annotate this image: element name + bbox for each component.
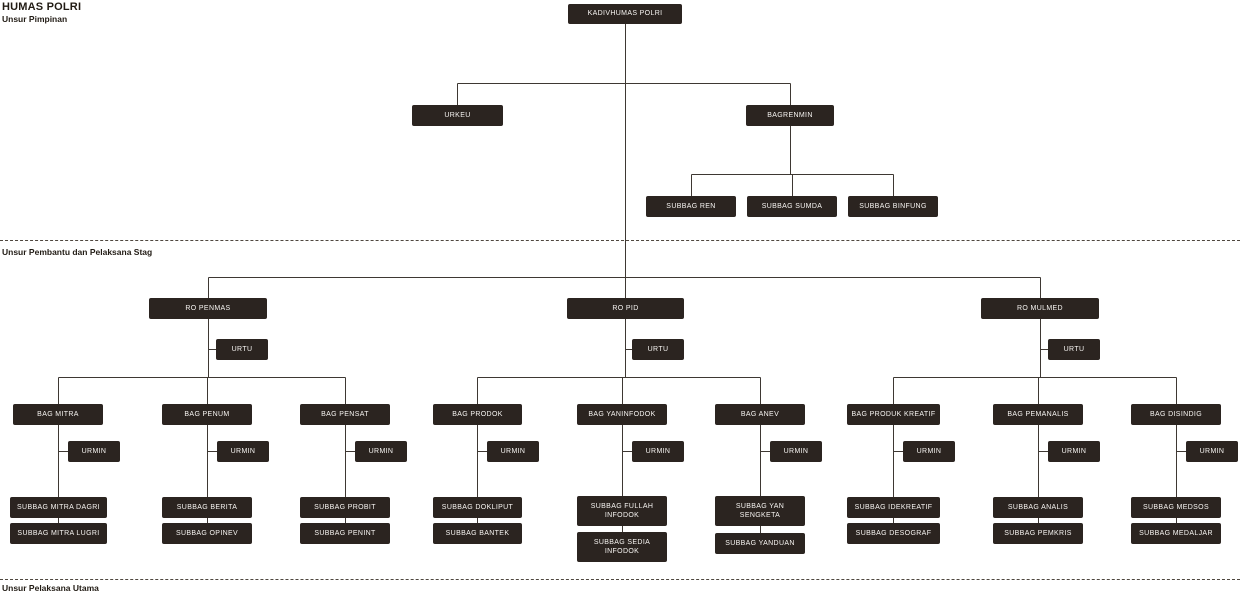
node-bag-pensat: BAG PENSAT bbox=[300, 404, 390, 425]
section-label-pimpinan: Unsur Pimpinan bbox=[2, 14, 68, 24]
node-bag-pemanalis: BAG PEMANALIS bbox=[993, 404, 1083, 425]
section-label-pembantu: Unsur Pembantu dan Pelaksana Stag bbox=[2, 247, 153, 257]
chart-title: HUMAS POLRI bbox=[2, 1, 82, 13]
node-urmin-yaninfodok: URMIN bbox=[632, 441, 684, 462]
node-subbag-fullah-infodok: SUBBAG FULLAH INFODOK bbox=[577, 496, 667, 526]
connector-lines bbox=[58, 24, 1186, 547]
node-bag-prodok: BAG PRODOK bbox=[433, 404, 522, 425]
node-subbag-opinev: SUBBAG OPINEV bbox=[162, 523, 252, 544]
node-subbag-idekreatif: SUBBAG IDEKREATIF bbox=[847, 497, 940, 518]
node-subbag-dokliput: SUBBAG DOKLIPUT bbox=[433, 497, 522, 518]
node-subbag-bantek: SUBBAG BANTEK bbox=[433, 523, 522, 544]
node-subbag-yan-sengketa: SUBBAG YAN SENGKETA bbox=[715, 496, 805, 526]
node-urmin-mitra: URMIN bbox=[68, 441, 120, 462]
section-divider-bottom bbox=[0, 579, 1240, 580]
node-ro-mulmed: RO MULMED bbox=[981, 298, 1099, 319]
node-subbag-sumda: SUBBAG SUMDA bbox=[747, 196, 837, 217]
node-urkeu: URKEU bbox=[412, 105, 503, 126]
node-urtu-pid: URTU bbox=[632, 339, 684, 360]
node-subbag-yanduan: SUBBAG YANDUAN bbox=[715, 533, 805, 554]
node-subbag-mitra-dagri: SUBBAG MITRA DAGRI bbox=[10, 497, 107, 518]
node-urmin-pensat: URMIN bbox=[355, 441, 407, 462]
node-subbag-ren: SUBBAG REN bbox=[646, 196, 736, 217]
node-subbag-binfung: SUBBAG BINFUNG bbox=[848, 196, 938, 217]
node-subbag-medaljar: SUBBAG MEDALJAR bbox=[1131, 523, 1221, 544]
node-bag-produk-kreatif: BAG PRODUK KREATIF bbox=[847, 404, 940, 425]
node-bag-penum: BAG PENUM bbox=[162, 404, 252, 425]
node-subbag-pemkris: SUBBAG PEMKRIS bbox=[993, 523, 1083, 544]
node-subbag-penint: SUBBAG PENINT bbox=[300, 523, 390, 544]
section-divider-top bbox=[0, 240, 1240, 241]
node-urtu-penmas: URTU bbox=[216, 339, 268, 360]
node-urtu-mulmed: URTU bbox=[1048, 339, 1100, 360]
node-bag-anev: BAG ANEV bbox=[715, 404, 805, 425]
node-subbag-analis: SUBBAG ANALIS bbox=[993, 497, 1083, 518]
node-subbag-probit: SUBBAG PROBIT bbox=[300, 497, 390, 518]
node-urmin-disindig: URMIN bbox=[1186, 441, 1238, 462]
node-subbag-berita: SUBBAG BERITA bbox=[162, 497, 252, 518]
node-subbag-mitra-lugri: SUBBAG MITRA LUGRI bbox=[10, 523, 107, 544]
node-urmin-anev: URMIN bbox=[770, 441, 822, 462]
section-label-pelaksana-utama: Unsur Pelaksana Utama bbox=[2, 583, 99, 592]
node-subbag-desograf: SUBBAG DESOGRAF bbox=[847, 523, 940, 544]
node-subbag-sedia-infodok: SUBBAG SEDIA INFODOK bbox=[577, 532, 667, 562]
node-bag-mitra: BAG MITRA bbox=[13, 404, 103, 425]
node-bag-yaninfodok: BAG YANINFODOK bbox=[577, 404, 667, 425]
node-ro-penmas: RO PENMAS bbox=[149, 298, 267, 319]
node-kadivhumas-polri: KADIVHUMAS POLRI bbox=[568, 4, 682, 24]
node-ro-pid: RO PID bbox=[567, 298, 684, 319]
node-bag-disindig: BAG DISINDIG bbox=[1131, 404, 1221, 425]
node-urmin-prodok: URMIN bbox=[487, 441, 539, 462]
node-subbag-medsos: SUBBAG MEDSOS bbox=[1131, 497, 1221, 518]
node-urmin-penum: URMIN bbox=[217, 441, 269, 462]
node-urmin-pemanalis: URMIN bbox=[1048, 441, 1100, 462]
node-urmin-produk-kreatif: URMIN bbox=[903, 441, 955, 462]
node-bagrenmin: BAGRENMIN bbox=[746, 105, 834, 126]
